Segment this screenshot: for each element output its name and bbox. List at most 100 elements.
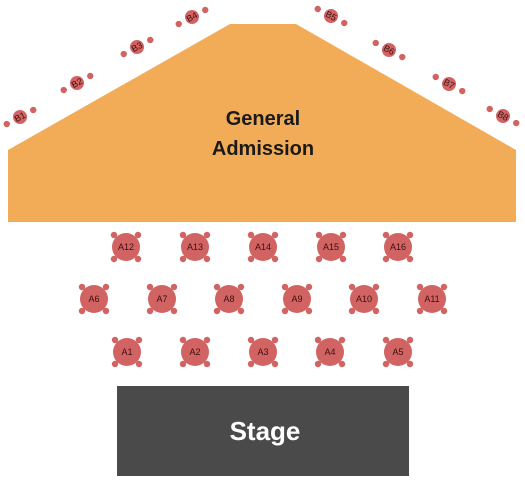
seat[interactable] <box>338 336 346 344</box>
table-circle[interactable] <box>317 233 345 261</box>
table-b8[interactable]: B8 <box>486 105 520 127</box>
seat[interactable] <box>314 5 321 13</box>
seat[interactable] <box>440 283 448 291</box>
seat[interactable] <box>382 336 390 344</box>
seat[interactable] <box>399 53 406 61</box>
seat[interactable] <box>348 307 356 315</box>
seat[interactable] <box>78 307 86 315</box>
table-circle[interactable] <box>70 76 84 90</box>
seat[interactable] <box>179 231 187 239</box>
seat[interactable] <box>213 307 221 315</box>
seat[interactable] <box>513 119 520 127</box>
table-b7[interactable]: B7 <box>432 73 466 95</box>
seat[interactable] <box>271 231 279 239</box>
seat[interactable] <box>247 360 255 368</box>
table-b6[interactable]: B6 <box>372 39 406 61</box>
table-circle[interactable] <box>283 285 311 313</box>
table-b1[interactable]: B1 <box>3 106 37 128</box>
table-a15[interactable]: A15 <box>315 231 347 263</box>
seat[interactable] <box>305 307 313 315</box>
table-circle[interactable] <box>384 338 412 366</box>
seat[interactable] <box>213 283 221 291</box>
seat[interactable] <box>271 255 279 263</box>
table-a8[interactable]: A8 <box>213 283 245 315</box>
table-a3[interactable]: A3 <box>247 336 279 368</box>
seat[interactable] <box>3 120 10 128</box>
seat[interactable] <box>60 86 67 94</box>
table-a10[interactable]: A10 <box>348 283 380 315</box>
seat[interactable] <box>147 36 154 44</box>
seat[interactable] <box>135 336 143 344</box>
table-circle[interactable] <box>181 338 209 366</box>
seat[interactable] <box>237 283 245 291</box>
table-a9[interactable]: A9 <box>281 283 313 315</box>
table-circle[interactable] <box>384 233 412 261</box>
seat[interactable] <box>175 20 182 28</box>
table-circle[interactable] <box>113 338 141 366</box>
seat[interactable] <box>179 336 187 344</box>
seat[interactable] <box>432 73 439 81</box>
seat[interactable] <box>339 255 347 263</box>
table-circle[interactable] <box>418 285 446 313</box>
table-a16[interactable]: A16 <box>382 231 414 263</box>
seat[interactable] <box>203 255 211 263</box>
seat[interactable] <box>406 231 414 239</box>
seat[interactable] <box>111 360 119 368</box>
table-circle[interactable] <box>112 233 140 261</box>
seat[interactable] <box>372 39 379 47</box>
seat[interactable] <box>202 6 209 14</box>
table-circle[interactable] <box>13 110 27 124</box>
seat[interactable] <box>382 255 390 263</box>
seat[interactable] <box>382 360 390 368</box>
seat[interactable] <box>348 283 356 291</box>
seat[interactable] <box>406 336 414 344</box>
seat[interactable] <box>134 231 142 239</box>
seat[interactable] <box>30 106 37 114</box>
seat[interactable] <box>87 72 94 80</box>
table-a2[interactable]: A2 <box>179 336 211 368</box>
seat[interactable] <box>314 336 322 344</box>
seat[interactable] <box>314 360 322 368</box>
seat[interactable] <box>281 283 289 291</box>
seat[interactable] <box>486 105 493 113</box>
table-a4[interactable]: A4 <box>314 336 346 368</box>
seat[interactable] <box>110 231 118 239</box>
table-circle[interactable] <box>181 233 209 261</box>
seat[interactable] <box>440 307 448 315</box>
seat[interactable] <box>271 360 279 368</box>
seat[interactable] <box>179 360 187 368</box>
seat[interactable] <box>416 307 424 315</box>
seat[interactable] <box>78 283 86 291</box>
table-a5[interactable]: A5 <box>382 336 414 368</box>
seat[interactable] <box>102 283 110 291</box>
seat[interactable] <box>372 283 380 291</box>
table-b2[interactable]: B2 <box>60 72 94 94</box>
seat[interactable] <box>179 255 187 263</box>
table-a13[interactable]: A13 <box>179 231 211 263</box>
table-circle[interactable] <box>442 77 456 91</box>
table-circle[interactable] <box>80 285 108 313</box>
seat[interactable] <box>170 283 178 291</box>
seat[interactable] <box>372 307 380 315</box>
seat[interactable] <box>281 307 289 315</box>
table-circle[interactable] <box>350 285 378 313</box>
table-circle[interactable] <box>324 9 338 23</box>
seat[interactable] <box>406 360 414 368</box>
table-b4[interactable]: B4 <box>175 6 209 28</box>
seat[interactable] <box>203 231 211 239</box>
seat[interactable] <box>237 307 245 315</box>
table-circle[interactable] <box>249 233 277 261</box>
table-a14[interactable]: A14 <box>247 231 279 263</box>
seat[interactable] <box>146 307 154 315</box>
table-circle[interactable] <box>130 40 144 54</box>
seat[interactable] <box>146 283 154 291</box>
seat[interactable] <box>203 336 211 344</box>
seat[interactable] <box>102 307 110 315</box>
table-circle[interactable] <box>148 285 176 313</box>
seat[interactable] <box>305 283 313 291</box>
seat[interactable] <box>341 19 348 27</box>
table-circle[interactable] <box>496 109 510 123</box>
general-admission-area[interactable] <box>8 24 516 222</box>
seat[interactable] <box>339 231 347 239</box>
seat[interactable] <box>338 360 346 368</box>
